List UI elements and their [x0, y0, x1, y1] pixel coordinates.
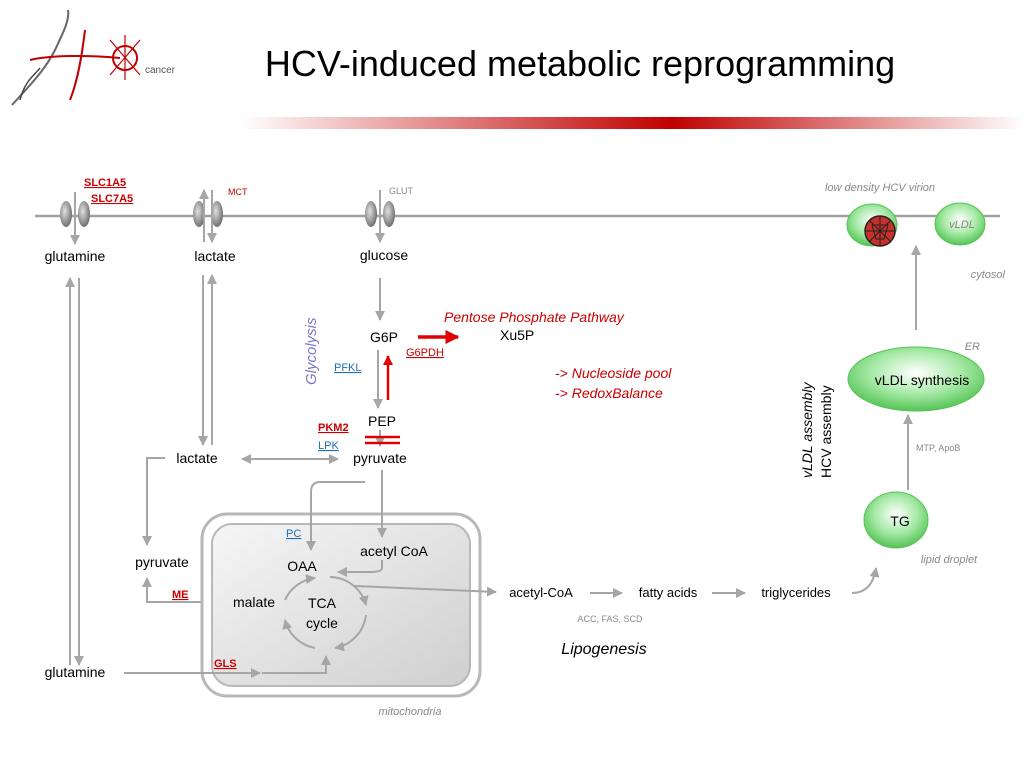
- acetylcoa-to-tca-arrow: [337, 560, 383, 577]
- tca-cycle-ring: [282, 574, 369, 652]
- glut-channel: [365, 190, 395, 243]
- ppp-label: Pentose Phosphate Pathway: [444, 309, 625, 325]
- oaa-label: OAA: [287, 558, 317, 574]
- mitochondria-inner: [211, 523, 471, 687]
- g6p-label: G6P: [370, 329, 398, 345]
- mct-label: MCT: [228, 187, 248, 197]
- glut-label: GLUT: [389, 186, 414, 196]
- vldl-assembly-label: vLDL assembly: [799, 382, 815, 478]
- glucose-label: glucose: [360, 247, 408, 263]
- slc7a5-label: SLC7A5: [91, 193, 133, 205]
- citrate-export-arrow: [354, 585, 497, 597]
- vldl-synthesis-label: vLDL synthesis: [875, 372, 969, 388]
- pyruvate-to-oaa-arrow: [306, 481, 365, 551]
- vldl-synthesis-blob: [847, 346, 985, 412]
- lipogenesis-enzymes-label: ACC, FAS, SCD: [577, 614, 643, 624]
- malate-to-pyruvate-arrow: [142, 577, 222, 603]
- pkm2-label: PKM2: [318, 422, 349, 434]
- logo: cancer: [11, 9, 176, 106]
- pfkl-label: PFKL: [334, 362, 362, 374]
- g6pdh-label: G6PDH: [406, 347, 444, 359]
- slc1a5-label: SLC1A5: [84, 177, 126, 189]
- pyruvate-left: pyruvate: [135, 554, 189, 570]
- pep-label: PEP: [368, 413, 396, 429]
- tca-line2: cycle: [306, 615, 338, 631]
- tg-droplet: [863, 491, 929, 549]
- title-underline: [240, 117, 1024, 129]
- tg-to-droplet-arrow: [851, 567, 880, 594]
- lpk-label: LPK: [318, 440, 339, 452]
- logo-wordmark: cancer: [145, 65, 176, 76]
- er-label: ER: [965, 341, 980, 353]
- fatty-acids-label: fatty acids: [639, 585, 698, 600]
- slc-channel: [60, 192, 90, 245]
- lactate-mid: lactate: [176, 450, 217, 466]
- pc-label: PC: [286, 528, 301, 540]
- glutamine-bottom: glutamine: [45, 664, 106, 680]
- vldl-label: vLDL: [949, 219, 975, 231]
- glycolysis-label: Glycolysis: [303, 317, 320, 385]
- virion-label: low density HCV virion: [825, 182, 935, 194]
- me-label: ME: [172, 589, 189, 601]
- redox-label: -> RedoxBalance: [555, 385, 663, 401]
- lipogenesis-label: Lipogenesis: [561, 641, 646, 658]
- glutamine-top: glutamine: [45, 248, 106, 264]
- mct-channel: [193, 189, 223, 243]
- acetylcoa-cyto-label: acetyl-CoA: [509, 585, 573, 600]
- mtp-apob-label: MTP, ApoB: [916, 443, 960, 453]
- lactate-to-pyruvate-left-arrow: [142, 457, 165, 546]
- mitochondria-label: mitochondria: [379, 706, 442, 718]
- nucleoside-label: -> Nucleoside pool: [555, 365, 672, 381]
- tca-line1: TCA: [308, 595, 337, 611]
- triglycerides-label: triglycerides: [761, 585, 831, 600]
- pyruvate-center: pyruvate: [353, 450, 407, 466]
- cytosol-label: cytosol: [971, 269, 1006, 281]
- lactate-top: lactate: [194, 248, 235, 264]
- hcv-assembly-label: HCV assembly: [818, 385, 834, 478]
- hcv-virion-icon: [864, 215, 896, 247]
- gls-to-tca-arrow: [262, 655, 331, 674]
- gls-label: GLS: [214, 658, 237, 670]
- tg-label: TG: [890, 513, 909, 529]
- vldl-blob: [934, 202, 986, 246]
- acetylcoa-mito-label: acetyl CoA: [360, 543, 428, 559]
- malate-label: malate: [233, 594, 275, 610]
- lipid-droplet-label: lipid droplet: [921, 554, 978, 566]
- page-title: HCV-induced metabolic reprogramming: [265, 43, 895, 84]
- xu5p-label: Xu5P: [500, 327, 534, 343]
